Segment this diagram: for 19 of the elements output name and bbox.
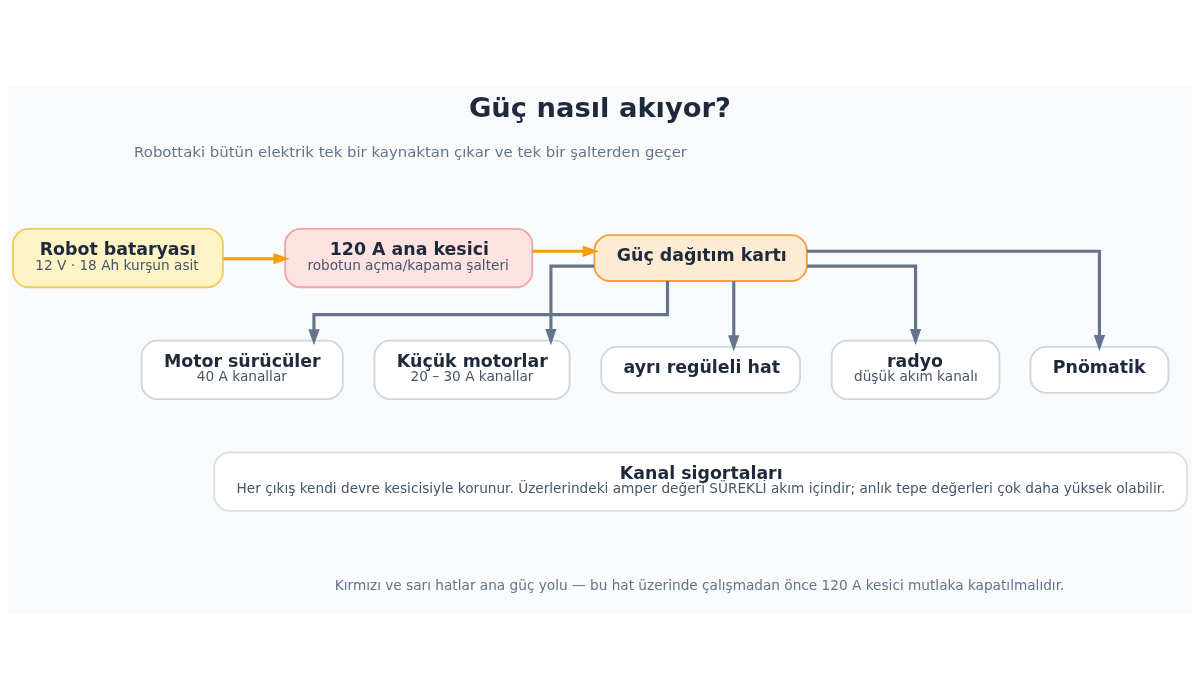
node-box: Güç dağıtım kartı (593, 234, 808, 282)
node-box: radyo düşük akım kanalı (830, 339, 1001, 400)
node-box: ayrı regüleli hat (600, 345, 801, 394)
diagram-title: Güç nasıl akıyor? (468, 91, 731, 123)
node-box: Küçük motorlar 20 – 30 A kanallar (373, 339, 571, 400)
node-box: Motor sürücüler 40 A kanallar (140, 339, 344, 400)
label: Robottaki bütün elektrik tek bir kaynaktan çıkar ve tek bir şalterden geçer (134, 142, 687, 161)
arrow (807, 264, 922, 346)
arrow (545, 264, 595, 346)
node-box: Pnömatik (1029, 345, 1170, 394)
caption: Kırmızı ve sarı hatlar ana güç yolu — bu hat üzerinde çalışmadan önce 120 A kesici mutlaka kapatılmalıdır. (334, 577, 1065, 594)
node-box: 120 A ana kesici robotun açma/kapama şalteri (284, 227, 534, 289)
arrow (728, 281, 740, 352)
arrow (807, 249, 1106, 352)
node-box: Kanal sigortaları Her çıkış kendi devre kesicisiyle korunur. Üzerlerindeki amper değeri SÜREKLİ akım içindir; anlık tepe değerleri çok daha yüksek olabilir. (213, 451, 1188, 512)
node-box: Robot bataryası 12 V · 18 Ah kurşun asit (12, 227, 224, 289)
arrow (308, 281, 670, 346)
arrow (532, 245, 599, 257)
arrow (223, 253, 290, 265)
